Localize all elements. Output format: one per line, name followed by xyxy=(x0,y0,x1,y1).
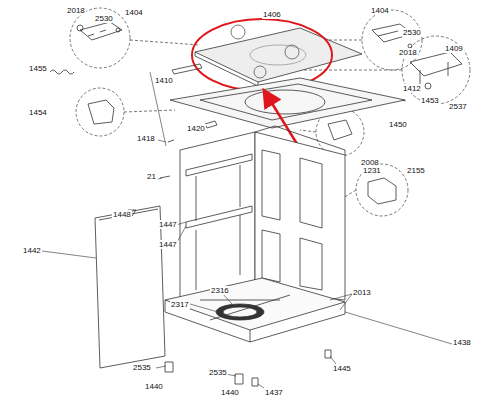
callout-number: 1447 xyxy=(158,220,178,229)
callout-number: 1404 xyxy=(124,8,144,17)
callout-number: 2018 xyxy=(398,48,418,57)
callout-number: 2530 xyxy=(402,28,422,37)
callout-number: 1410 xyxy=(154,76,174,85)
callout-number: 1418 xyxy=(136,134,156,143)
callout-number: 1420 xyxy=(186,124,206,133)
callout-number: 1455 xyxy=(28,64,48,73)
callout-number: 1438 xyxy=(452,338,472,347)
callout-number: 1231 xyxy=(362,166,382,175)
callout-number: 1440 xyxy=(220,388,240,397)
callout-number: 2530 xyxy=(94,14,114,23)
callout-number: 2537 xyxy=(448,102,468,111)
callout-number: 1453 xyxy=(420,96,440,105)
callout-number: 21 xyxy=(146,172,157,181)
callout-number: 2018 xyxy=(66,6,86,15)
callout-number: 1445 xyxy=(332,364,352,373)
callout-number: 1450 xyxy=(388,120,408,129)
callout-number: 1437 xyxy=(264,388,284,397)
callout-number: 2316 xyxy=(210,286,230,295)
callout-number: 1442 xyxy=(22,246,42,255)
callout-number: 2535 xyxy=(132,363,152,372)
callout-number: 1454 xyxy=(28,108,48,117)
callout-number: 1409 xyxy=(444,44,464,53)
callout-number: 1412 xyxy=(402,84,422,93)
callout-number: 2535 xyxy=(208,368,228,377)
callout-number: 2013 xyxy=(352,288,372,297)
callout-number: 2155 xyxy=(406,166,426,175)
callout-number: 1448 xyxy=(112,210,132,219)
callout-number: 2317 xyxy=(170,300,190,309)
callout-number: 1406 xyxy=(262,10,282,19)
callout-number: 1440 xyxy=(144,382,164,391)
callout-number: 1447 xyxy=(158,240,178,249)
callout-number: 1404 xyxy=(370,6,390,15)
